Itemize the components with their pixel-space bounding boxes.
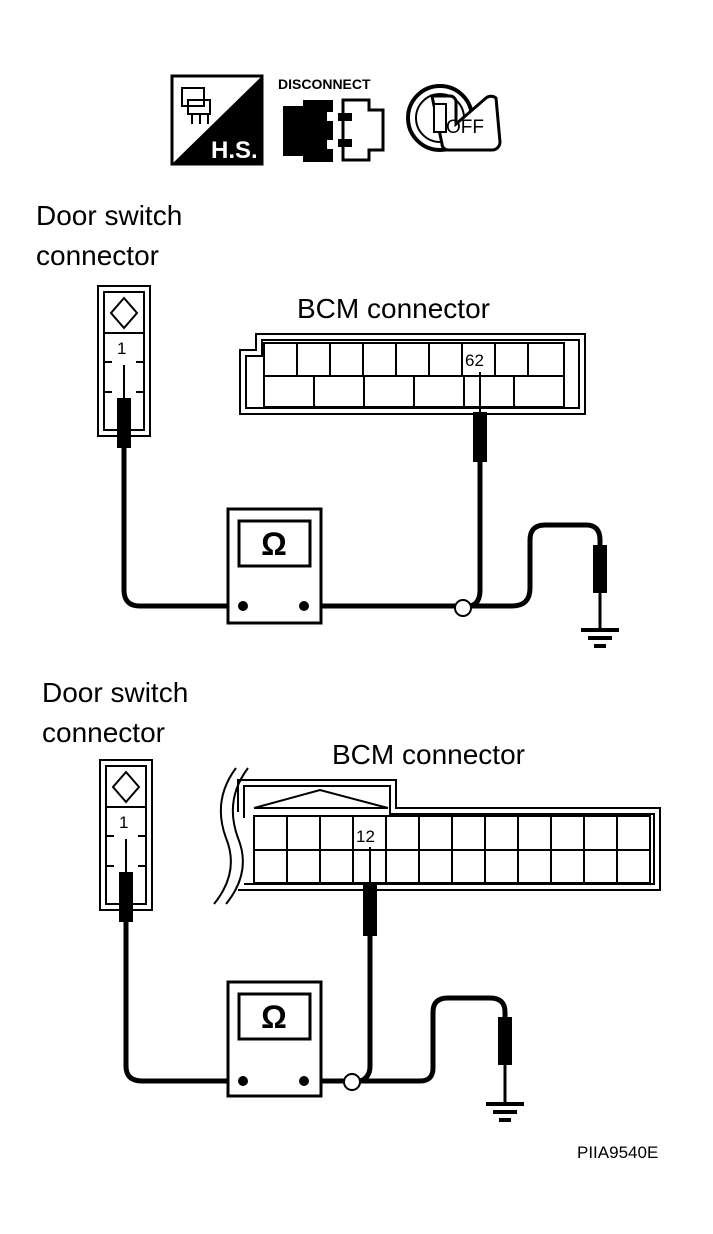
top-door-pin-label: 1 [117, 339, 126, 358]
top-bcm-connector: 62 [239, 333, 586, 415]
top-bcm-connector-label: BCM connector [297, 293, 490, 324]
top-ohmmeter: Ω [226, 507, 323, 625]
bottom-wiring [119, 839, 524, 1122]
top-bcm-probe [473, 412, 487, 462]
top-ohm-symbol: Ω [261, 526, 287, 562]
disconnect-label: DISCONNECT [278, 76, 371, 92]
ignition-off-icon: OFF [406, 84, 502, 152]
top-ground-probe [593, 545, 607, 593]
top-door-switch-label-line2: connector [36, 240, 159, 271]
bottom-ohm-symbol: Ω [261, 999, 287, 1035]
top-bcm-pin-label: 62 [465, 351, 484, 370]
disconnect-icon: DISCONNECT [278, 76, 385, 162]
bottom-bcm-connector-label: BCM connector [332, 739, 525, 770]
bottom-door-switch-label-line1: Door switch [42, 677, 188, 708]
top-door-probe [117, 398, 131, 448]
bottom-bcm-probe [363, 884, 377, 936]
top-junction [454, 599, 472, 617]
bottom-junction [343, 1073, 361, 1091]
top-door-switch-label-line1: Door switch [36, 200, 182, 231]
ignition-off-label: OFF [446, 117, 484, 138]
bottom-bcm-connector: 12 [213, 767, 661, 905]
figure-code: PIIA9540E [577, 1143, 658, 1162]
bottom-door-pin-label: 1 [119, 813, 128, 832]
bottom-bcm-pin-label: 12 [356, 827, 375, 846]
bottom-ohmmeter: Ω [226, 980, 323, 1098]
harness-sensor-icon: H.S. [170, 74, 264, 166]
top-wiring [117, 365, 619, 648]
bottom-door-probe [119, 872, 133, 922]
bottom-door-switch-label-line2: connector [42, 717, 165, 748]
hs-label: H.S. [211, 137, 258, 164]
bottom-ground-probe [498, 1017, 512, 1065]
